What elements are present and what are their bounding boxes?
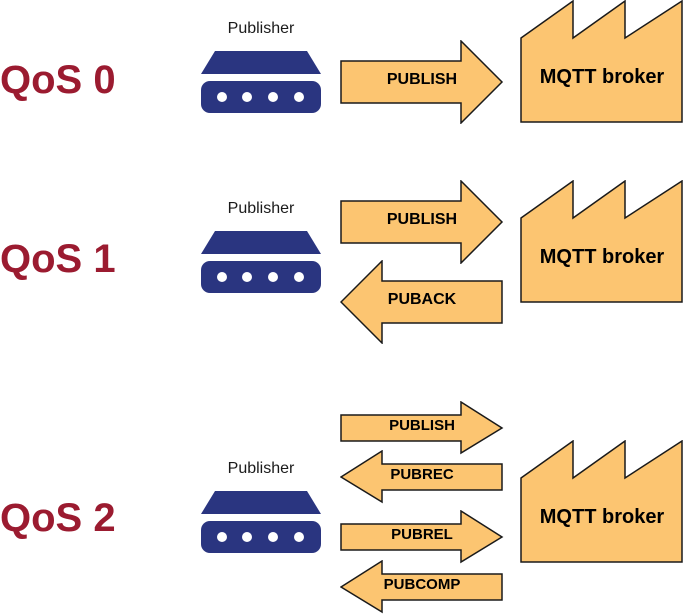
qos-0-publish-arrow-icon [340,40,504,124]
qos-1-puback-arrow-icon [340,260,503,344]
qos-2-pubcomp-label: PUBCOMP [383,576,461,593]
qos-0-label: QoS 0 [0,58,116,102]
qos-2-label: QoS 2 [0,496,116,540]
qos-2-broker-label: MQTT broker [539,506,665,528]
qos-1-label: QoS 1 [0,237,116,281]
qos-1-publish-arrow-icon [340,180,504,264]
qos-2-publisher-label: Publisher [227,460,295,477]
qos-2-publisher-device-icon [201,491,321,553]
qos-2-pubrec-label: PUBREC [390,466,454,483]
qos-2-pubrel-label: PUBREL [391,526,453,543]
qos-1-broker-icon [520,180,683,303]
qos-2-pubrec-arrow-icon [340,450,503,504]
qos-2-pubcomp-arrow-icon [340,560,503,614]
qos-1-broker-label: MQTT broker [539,246,665,268]
qos-0-publisher-device-icon [201,51,321,113]
qos-0-broker-label: MQTT broker [539,66,665,88]
qos-1-publisher-device-icon [201,231,321,293]
qos-0-publisher-label: Publisher [227,20,295,37]
qos-2-pubrel-arrow-icon [340,510,504,564]
qos-1-puback-label: PUBACK [387,291,457,308]
qos-1-publish-label: PUBLISH [386,211,458,228]
qos-1-publisher-label: Publisher [227,200,295,217]
qos-0-broker-icon [520,0,683,123]
qos-0-publish-label: PUBLISH [386,71,458,88]
qos-2-publish-label: PUBLISH [389,417,455,434]
qos-2-publish-arrow-icon [340,401,504,455]
qos-2-broker-icon [520,440,683,563]
